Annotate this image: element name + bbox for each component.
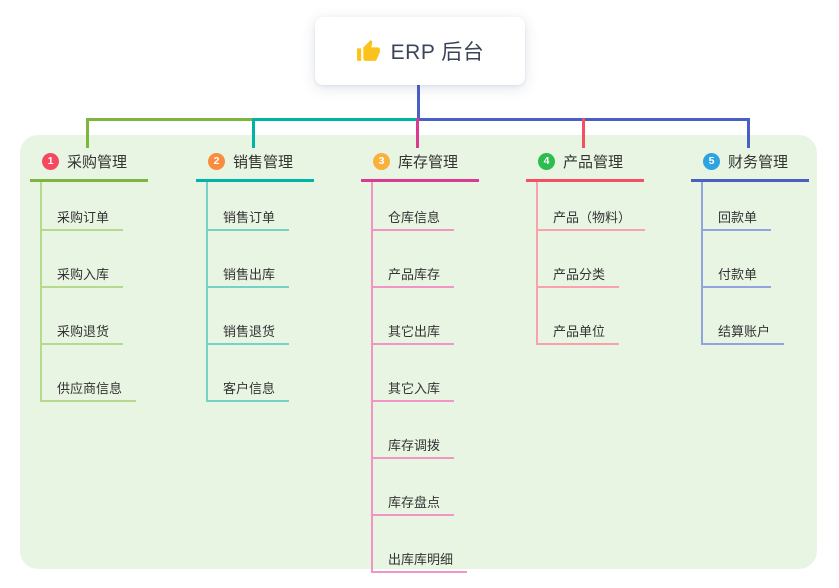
branch-inventory: 3 库存管理 仓库信息 产品库存 其它出库 其它入库 库存调拨 库存盘点 出库库…	[361, 148, 501, 573]
mindmap-node[interactable]: 库存盘点	[373, 459, 455, 516]
branch-children: 采购订单 采购入库 采购退货 供应商信息	[40, 182, 137, 402]
branch-product: 4 产品管理 产品（物料） 产品分类 产品单位	[526, 148, 666, 345]
branch-title-purchase[interactable]: 1 采购管理	[30, 148, 148, 182]
mindmap-node[interactable]: 销售订单	[208, 182, 290, 231]
mindmap-node[interactable]: 库存调拨	[373, 402, 455, 459]
mindmap-node[interactable]: 出库库明细	[373, 516, 468, 573]
mindmap-node[interactable]: 产品库存	[373, 231, 455, 288]
branch-children: 销售订单 销售出库 销售退货 客户信息	[206, 182, 290, 402]
badge-4: 4	[538, 153, 555, 170]
branch-label: 库存管理	[398, 154, 459, 171]
drop-line-purchase	[86, 118, 89, 148]
branch-title-product[interactable]: 4 产品管理	[526, 148, 644, 182]
mindmap-node[interactable]: 结算账户	[703, 288, 785, 345]
mindmap-node[interactable]: 付款单	[703, 231, 772, 288]
mindmap-node[interactable]: 采购入库	[42, 231, 124, 288]
badge-1: 1	[42, 153, 59, 170]
branch-children: 回款单 付款单 结算账户	[701, 182, 785, 345]
drop-line-product	[582, 118, 585, 148]
mindmap-node[interactable]: 产品（物料）	[538, 182, 646, 231]
bus-line-green	[86, 118, 254, 121]
drop-line-sales	[252, 118, 255, 148]
mindmap-node[interactable]: 采购退货	[42, 288, 124, 345]
mindmap-node[interactable]: 销售出库	[208, 231, 290, 288]
branch-label: 采购管理	[67, 154, 128, 171]
branch-finance: 5 财务管理 回款单 付款单 结算账户	[691, 148, 831, 345]
canvas-panel	[20, 135, 817, 569]
mindmap-node[interactable]: 产品分类	[538, 231, 620, 288]
mindmap-node[interactable]: 产品单位	[538, 288, 620, 345]
mindmap-node[interactable]: 仓库信息	[373, 182, 455, 231]
mindmap-node[interactable]: 其它出库	[373, 288, 455, 345]
branch-label: 产品管理	[563, 154, 624, 171]
drop-line-finance	[747, 118, 750, 148]
badge-3: 3	[373, 153, 390, 170]
branch-purchase: 1 采购管理 采购订单 采购入库 采购退货 供应商信息	[30, 148, 170, 402]
branch-title-sales[interactable]: 2 销售管理	[196, 148, 314, 182]
badge-2: 2	[208, 153, 225, 170]
bus-line-teal	[252, 118, 418, 121]
mindmap-node[interactable]: 销售退货	[208, 288, 290, 345]
branch-title-inventory[interactable]: 3 库存管理	[361, 148, 479, 182]
root-node[interactable]: ERP 后台	[315, 17, 525, 85]
branch-title-finance[interactable]: 5 财务管理	[691, 148, 809, 182]
branch-label: 销售管理	[233, 154, 294, 171]
mindmap-node[interactable]: 采购订单	[42, 182, 124, 231]
mindmap-node[interactable]: 回款单	[703, 182, 772, 231]
root-label: ERP 后台	[390, 41, 485, 64]
mindmap-node[interactable]: 供应商信息	[42, 345, 137, 402]
branch-label: 财务管理	[728, 154, 789, 171]
drop-line-inventory	[416, 118, 419, 148]
root-stem-line	[417, 85, 420, 121]
mindmap-node[interactable]: 客户信息	[208, 345, 290, 402]
branch-children: 产品（物料） 产品分类 产品单位	[536, 182, 646, 345]
branch-children: 仓库信息 产品库存 其它出库 其它入库 库存调拨 库存盘点 出库库明细	[371, 182, 468, 573]
branch-sales: 2 销售管理 销售订单 销售出库 销售退货 客户信息	[196, 148, 336, 402]
thumbs-up-icon	[356, 39, 381, 64]
mindmap-node[interactable]: 其它入库	[373, 345, 455, 402]
badge-5: 5	[703, 153, 720, 170]
